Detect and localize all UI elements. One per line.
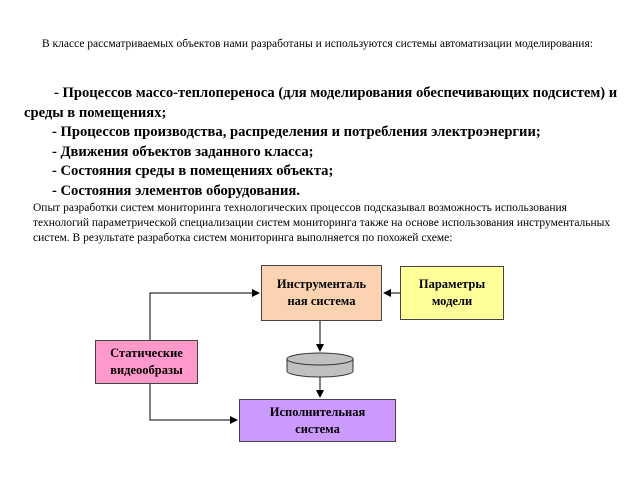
list-item: - Состояния среды в помещениях объекта;: [52, 163, 334, 179]
box-label: видеообразы: [110, 363, 183, 377]
box-label: ная система: [287, 294, 356, 308]
description-paragraph: Опыт разработки систем мониторинга техно…: [33, 202, 611, 244]
list-item: - Процессов массо-теплопереноса (для мод…: [24, 85, 618, 121]
model-parameters-box: Параметры модели: [400, 266, 504, 320]
list-item: - Движения объектов заданного класса;: [52, 143, 314, 160]
executive-system-box: Исполнительная система: [239, 399, 396, 442]
list-item: - Состояния элементов оборудования.: [52, 182, 300, 199]
box-label: модели: [431, 294, 473, 308]
system-list: - Процессов массо-теплопереноса (для мод…: [24, 84, 624, 201]
list-item: - Процессов производства, распределения …: [52, 124, 541, 140]
box-label: Исполнительная: [269, 404, 366, 419]
box-label: Инструменталь: [276, 277, 367, 291]
static-video-images-box: Статические видеообразы: [95, 340, 198, 384]
arrow-static-to-instrumental: [149, 289, 260, 340]
box-label: система: [295, 421, 340, 436]
box-label: Параметры: [418, 277, 486, 291]
instrumental-system-box: Инструменталь ная система: [261, 265, 382, 321]
database-icon: [286, 352, 354, 378]
box-label: Статические: [110, 346, 183, 360]
arrow-static-to-executive: [149, 384, 238, 424]
intro-text: В классе рассматриваемых объектов нами р…: [42, 38, 593, 50]
